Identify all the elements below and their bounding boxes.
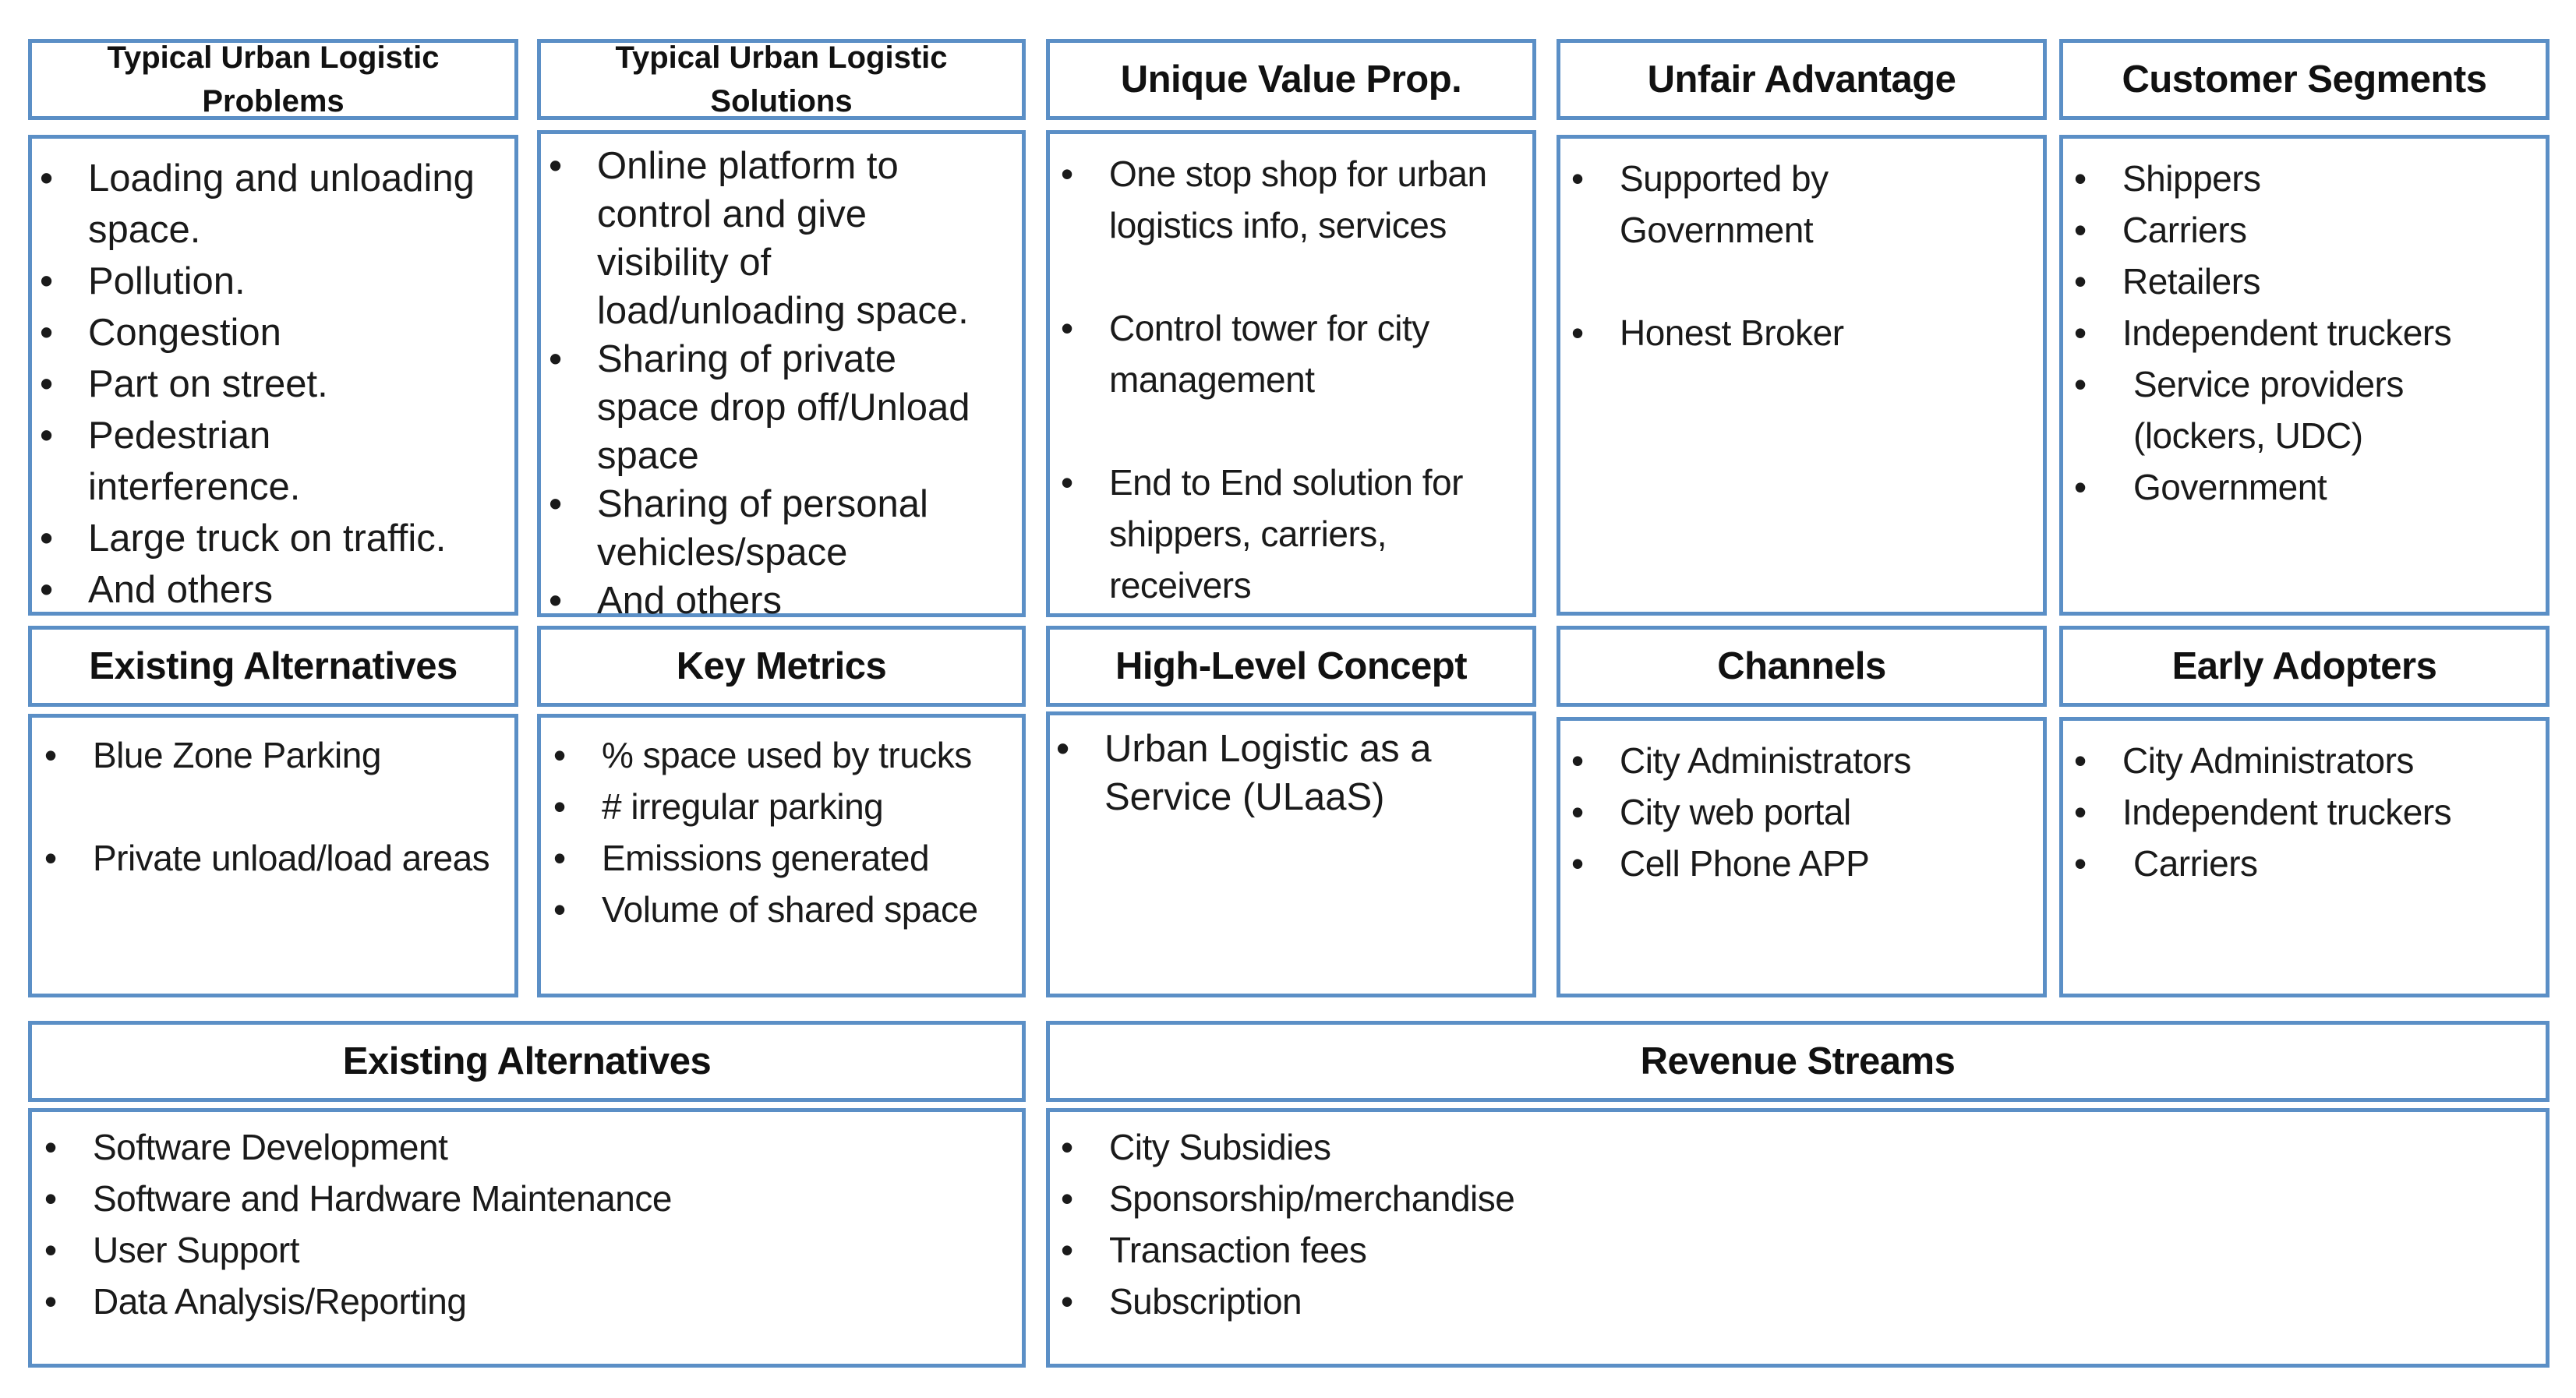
channels-list: City Administrators City web portal Cell… [1571, 735, 2009, 889]
unfair-advantage-list: Supported by Government Honest Broker [1571, 153, 1994, 358]
unfair-advantage-header: Unfair Advantage [1647, 58, 1956, 101]
list-item: And others [549, 577, 1002, 625]
value-prop-list: One stop shop for urban logistics info, … [1061, 148, 1522, 611]
list-item: User Support [44, 1224, 950, 1276]
list-item: Online platform to control and give visi… [549, 142, 1002, 335]
high-level-concept-list: Urban Logistic as a Service (ULaaS) [1056, 725, 1494, 821]
list-item: Service providers (lockers, UDC) [2074, 358, 2512, 461]
list-item: Private unload/load areas [44, 832, 514, 884]
list-item: Loading and unloading space. [40, 153, 478, 256]
list-item: Independent truckers [2074, 307, 2512, 358]
list-item: City web portal [1571, 786, 2009, 838]
early-adopters-header: Early Adopters [2171, 645, 2437, 687]
existing-alternatives-body: Blue Zone Parking Private unload/load ar… [28, 714, 518, 997]
list-item: Software Development [44, 1121, 950, 1173]
solutions-body: Online platform to control and give visi… [537, 130, 1026, 625]
existing-alternatives-header-box: Existing Alternatives [28, 626, 518, 707]
list-item: Independent truckers [2074, 786, 2528, 838]
list-item: Control tower for city management [1061, 302, 1522, 405]
value-prop-body: One stop shop for urban logistics info, … [1046, 130, 1536, 617]
solutions-list: Online platform to control and give visi… [549, 142, 1002, 625]
existing-alternatives-header: Existing Alternatives [89, 645, 458, 687]
list-item: One stop shop for urban logistics info, … [1061, 148, 1522, 251]
list-item: Carriers [2074, 838, 2528, 889]
list-item: Shippers [2074, 153, 2512, 204]
early-adopters-body: City Administrators Independent truckers… [2059, 717, 2549, 997]
key-metrics-header: Key Metrics [676, 645, 887, 687]
list-item: Software and Hardware Maintenance [44, 1173, 950, 1224]
channels-header: Channels [1717, 645, 1886, 687]
list-item: Transaction fees [1061, 1224, 2434, 1276]
list-item: Subscription [1061, 1276, 2434, 1327]
existing-alternatives-list: Blue Zone Parking Private unload/load ar… [44, 729, 514, 884]
list-item: Data Analysis/Reporting [44, 1276, 950, 1327]
solutions-header: Typical Urban Logistic Solutions [615, 41, 948, 118]
revenue-streams-list: City Subsidies Sponsorship/merchandise T… [1061, 1121, 2434, 1327]
list-item: % space used by trucks [553, 729, 1023, 781]
key-metrics-header-box: Key Metrics [537, 626, 1026, 707]
list-item: And others [40, 564, 478, 616]
customer-segments-list: Shippers Carriers Retailers Independent … [2074, 153, 2512, 513]
list-item: Blue Zone Parking [44, 729, 514, 781]
list-item: Pedestrian interference. [40, 410, 478, 513]
list-item: Urban Logistic as a Service (ULaaS) [1056, 725, 1494, 821]
list-item: Retailers [2074, 256, 2512, 307]
list-item: Sponsorship/merchandise [1061, 1173, 2434, 1224]
high-level-concept-header-box: High-Level Concept [1046, 626, 1536, 707]
unfair-advantage-header-box: Unfair Advantage [1557, 39, 2047, 120]
customer-segments-header-box: Customer Segments [2059, 39, 2549, 120]
key-metrics-body: % space used by trucks # irregular parki… [537, 714, 1026, 997]
customer-segments-header: Customer Segments [2122, 58, 2487, 101]
list-item: Large truck on traffic. [40, 513, 478, 564]
cost-structure-header: Existing Alternatives [342, 1040, 712, 1082]
channels-body: City Administrators City web portal Cell… [1557, 717, 2047, 997]
value-prop-header: Unique Value Prop. [1120, 58, 1462, 101]
list-item: City Subsidies [1061, 1121, 2434, 1173]
high-level-concept-body: Urban Logistic as a Service (ULaaS) [1046, 711, 1536, 997]
revenue-streams-header-box: Revenue Streams [1046, 1021, 2549, 1102]
solutions-header-box: Typical Urban Logistic Solutions [537, 39, 1026, 120]
problems-header: Typical Urban Logistic Problems [107, 41, 440, 118]
high-level-concept-header: High-Level Concept [1115, 645, 1468, 687]
list-item: Government [2074, 461, 2512, 513]
list-item: # irregular parking [553, 781, 1023, 832]
cost-structure-list: Software Development Software and Hardwa… [44, 1121, 950, 1327]
list-item: End to End solution for shippers, carrie… [1061, 457, 1522, 611]
list-item: Pollution. [40, 256, 478, 307]
unfair-advantage-body: Supported by Government Honest Broker [1557, 135, 2047, 616]
list-item: Sharing of personal vehicles/space [549, 480, 1002, 577]
list-item: City Administrators [1571, 735, 2009, 786]
list-item: Congestion [40, 307, 478, 358]
cost-structure-body: Software Development Software and Hardwa… [28, 1108, 1026, 1368]
customer-segments-body: Shippers Carriers Retailers Independent … [2059, 135, 2549, 616]
list-item: City Administrators [2074, 735, 2528, 786]
channels-header-box: Channels [1557, 626, 2047, 707]
revenue-streams-header: Revenue Streams [1640, 1040, 1956, 1082]
list-item: Volume of shared space [553, 884, 1023, 935]
list-item: Part on street. [40, 358, 478, 410]
key-metrics-list: % space used by trucks # irregular parki… [553, 729, 1023, 935]
value-prop-header-box: Unique Value Prop. [1046, 39, 1536, 120]
list-item: Supported by Government [1571, 153, 1994, 256]
list-item: Honest Broker [1571, 307, 1994, 358]
list-item: Cell Phone APP [1571, 838, 2009, 889]
problems-list: Loading and unloading space. Pollution. … [40, 153, 478, 616]
problems-header-box: Typical Urban Logistic Problems [28, 39, 518, 120]
early-adopters-list: City Administrators Independent truckers… [2074, 735, 2528, 889]
list-item: Emissions generated [553, 832, 1023, 884]
problems-body: Loading and unloading space. Pollution. … [28, 135, 518, 616]
early-adopters-header-box: Early Adopters [2059, 626, 2549, 707]
list-item: Sharing of private space drop off/Unload… [549, 335, 1002, 480]
revenue-streams-body: City Subsidies Sponsorship/merchandise T… [1046, 1108, 2549, 1368]
list-item: Carriers [2074, 204, 2512, 256]
cost-structure-header-box: Existing Alternatives [28, 1021, 1026, 1102]
